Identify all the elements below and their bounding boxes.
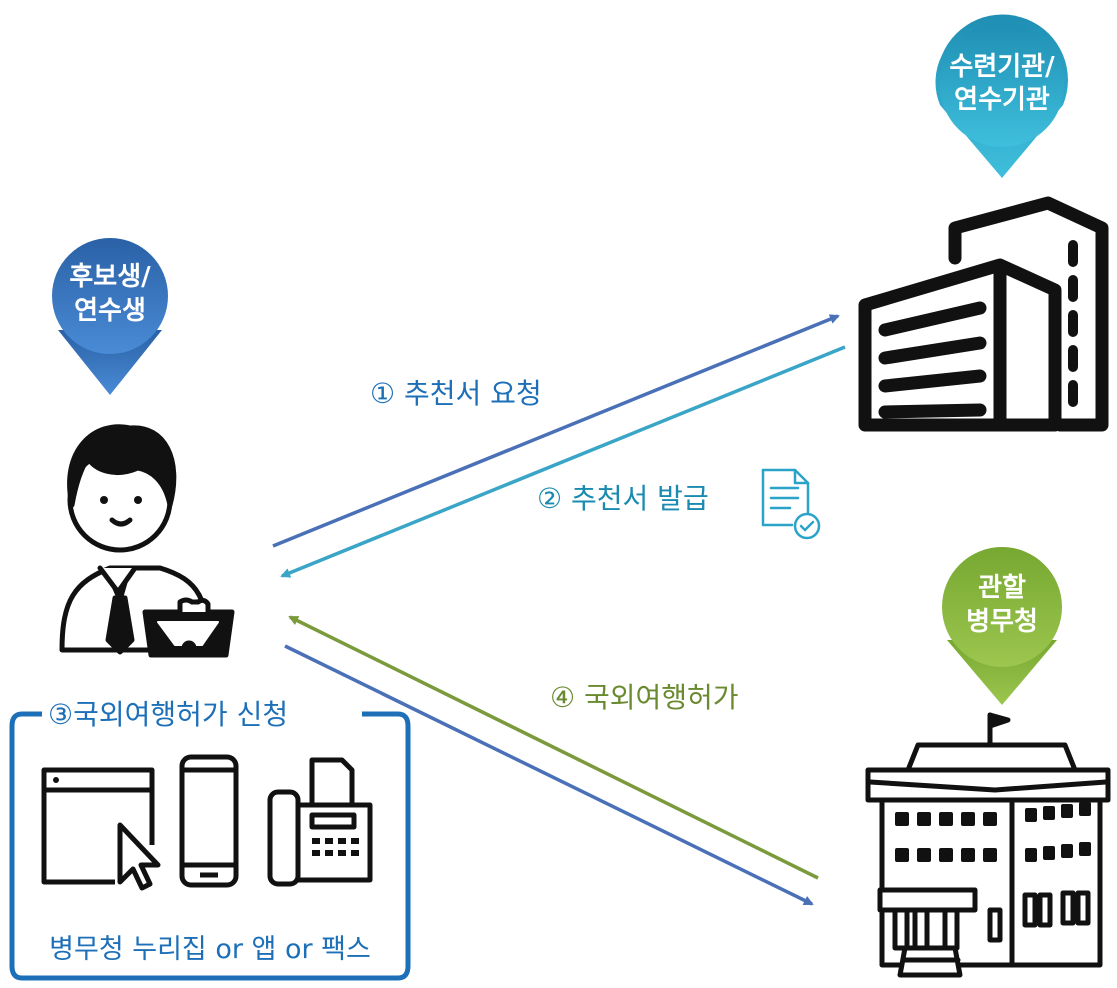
- request-arrow: [272, 314, 840, 548]
- apply-box-title: ③국외여행허가 신청: [48, 698, 288, 731]
- office-pin-line1: 관할: [978, 573, 1026, 603]
- office-pin-line2: 병무청: [966, 607, 1038, 637]
- person-icon: [59, 424, 235, 658]
- institution-pin: 수련기관/ 연수기관: [935, 14, 1068, 178]
- candidate-pin: 후보생/ 연수생: [52, 238, 168, 395]
- apply-box: ③국외여행허가 신청 병무청 누리집 or 앱 or 팩스: [9, 698, 411, 981]
- step-permit-label: ④ 국외여행허가: [550, 681, 739, 714]
- fax-icon: [267, 757, 373, 887]
- permit-arrow: [288, 615, 819, 880]
- issue-arrow: [280, 345, 846, 578]
- office-building-icon: [858, 196, 1109, 432]
- web-browser-icon: [41, 767, 161, 891]
- institution-pin-line1: 수련기관/: [949, 52, 1055, 82]
- step-request-label: ① 추천서 요청: [370, 377, 542, 410]
- government-building-icon: [865, 712, 1111, 978]
- step-issue-label: ② 추천서 발급: [537, 482, 709, 515]
- apply-arrow: [284, 644, 814, 906]
- office-pin: 관할 병무청: [942, 547, 1062, 705]
- candidate-pin-line1: 후보생/: [69, 262, 151, 292]
- candidate-pin-line2: 연수생: [74, 296, 146, 326]
- document-check-icon: [761, 468, 821, 540]
- apply-box-caption: 병무청 누리집 or 앱 or 팩스: [49, 934, 371, 965]
- institution-pin-line2: 연수기관: [954, 85, 1050, 115]
- smartphone-icon: [179, 754, 239, 888]
